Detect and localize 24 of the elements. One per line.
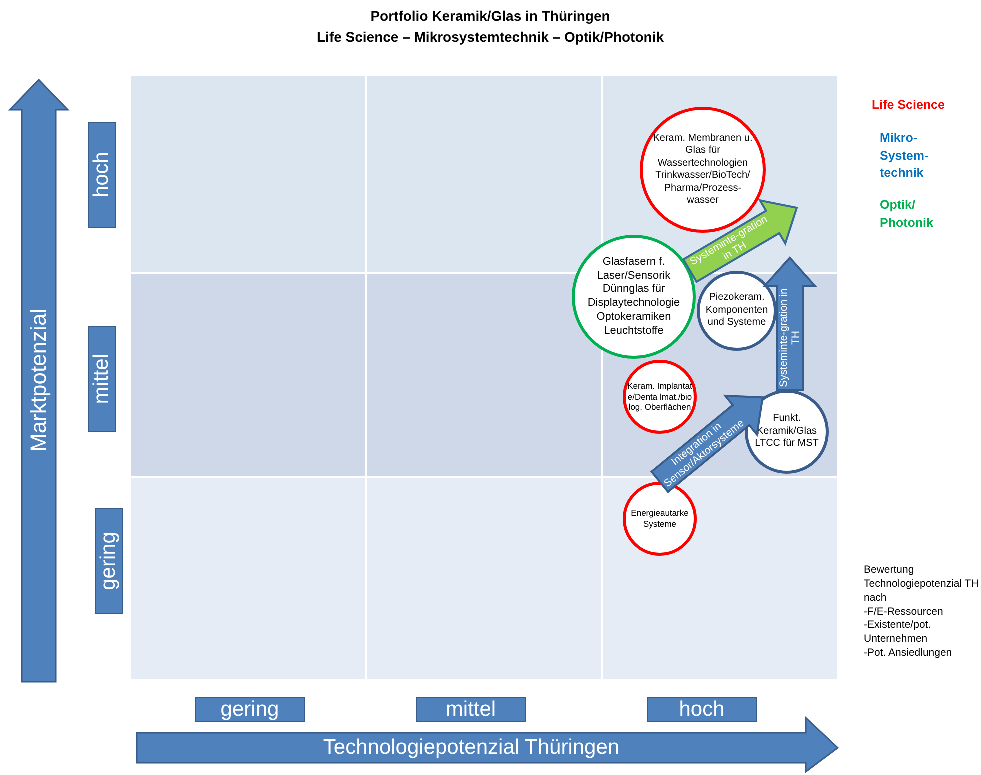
level-box: gering [195,697,305,722]
node-text: Glasfasern f. Laser/Sensorik Dünnglas für Displaytechnologie Optokeramiken Leuchtstoffe [586,256,682,338]
axis-label: Technologiepotenzial Thüringen [323,735,620,761]
node-text: Keram. Membranen u. Glas für Wassertechnologien Trinkwasser/BioTech/ Pharma/Prozess- wasser [653,132,753,208]
title: Portfolio Keramik/Glas in Thüringen [370,8,610,24]
level-box: gering [95,508,123,614]
node-text: Piezokeram. Komponenten und Systeme [704,292,770,330]
level-box: mittel [416,697,526,722]
note-text: -Pot. Ansiedlungen [864,647,954,662]
arrow-label: Systeminte-gration in TH [777,288,803,388]
note-text: Bewertung Technologiepotenzial TH nach [864,564,980,606]
subtitle: Life Science – Mikrosystemtechnik – Optik/Photonik [317,29,664,45]
axis-label: Marktpotenzial [26,307,52,454]
note-text: -Existente/pot. Unternehmen [864,619,932,648]
level-box: mittel [88,326,116,432]
node-text: Energieautarke Systeme [630,508,690,530]
legend-entry: Life Science [872,97,946,114]
legend-entry: Optik/ Photonik [880,197,934,232]
level-box: hoch [647,697,757,722]
note-text: -F/E-Ressourcen [864,606,944,620]
node-text: Keram. Implantate/Denta lmat./biolog. Oberflächen [627,381,693,413]
legend-entry: Mikro- System- technik [880,130,930,182]
node-text: Funkt. Keramik/Glas LTCC für MST [754,413,820,451]
level-box: hoch [88,122,116,228]
